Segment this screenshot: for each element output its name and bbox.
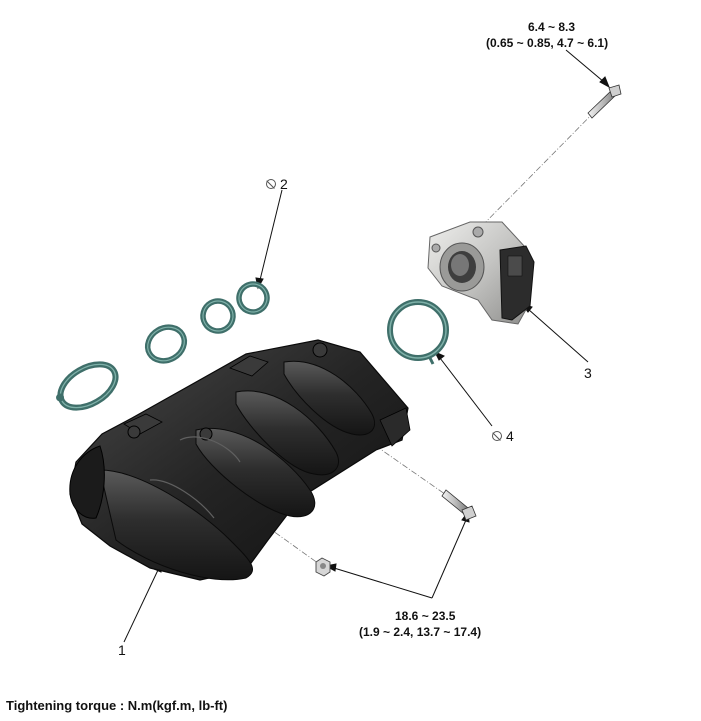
throttle-body [427,221,535,325]
callout-1: 1 [118,642,126,658]
intake-manifold [69,339,411,581]
throttle-body-gasket [387,299,449,365]
non-reusable-icon [266,179,276,189]
manifold-gasket-1 [56,361,119,411]
manifold-gasket-4 [236,281,270,315]
torque-top-line2: (0.65 ~ 0.85, 4.7 ~ 6.1) [486,36,609,50]
torque-top-line1: 6.4 ~ 8.3 [528,20,576,34]
throttle-body-bolt [587,84,622,119]
manifold-nut [315,557,331,577]
manifold-gaskets [56,281,270,411]
manifold-gasket-3 [200,298,236,334]
manifold-bolt [441,489,477,521]
manifold-gasket-2 [144,324,188,364]
callout-4: 4 [492,428,514,444]
non-reusable-icon [492,431,502,441]
torque-bottom-line1: 18.6 ~ 23.5 [395,609,456,623]
torque-bottom-line2: (1.9 ~ 2.4, 13.7 ~ 17.4) [359,625,482,639]
callout-4-number: 4 [506,428,514,444]
callout-2-number: 2 [280,176,288,192]
callout-3: 3 [584,365,592,381]
callout-2: 2 [266,176,288,192]
tightening-torque-note: Tightening torque : N.m(kgf.m, lb-ft) [6,698,228,713]
